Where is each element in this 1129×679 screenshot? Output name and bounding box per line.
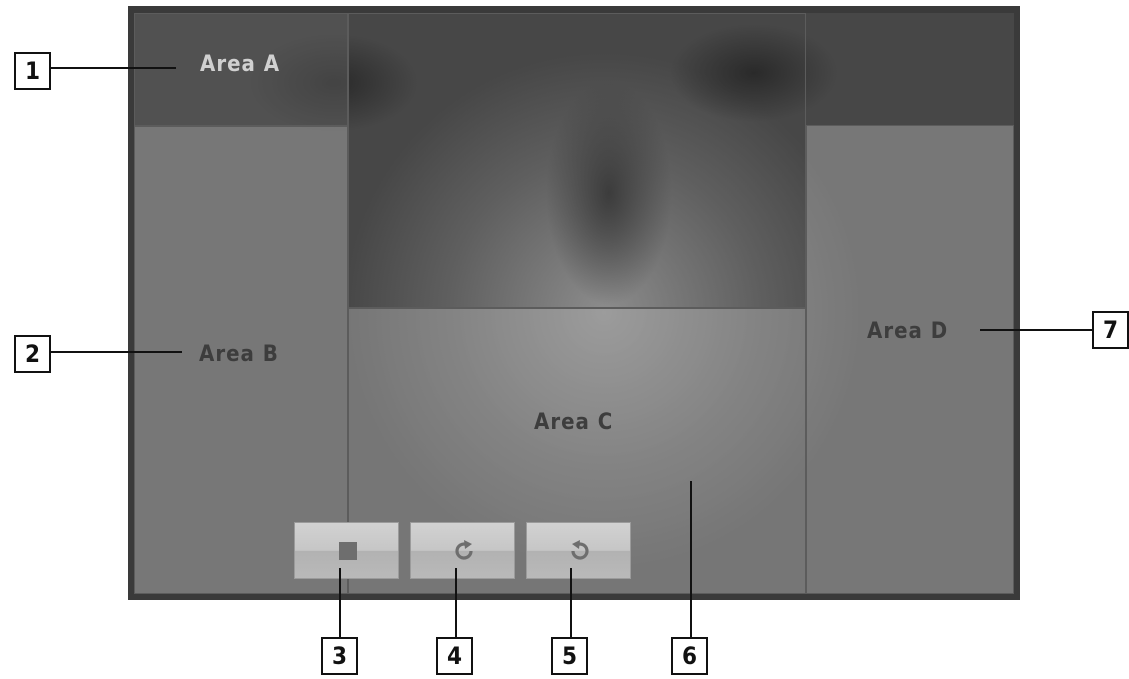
area-b-label: Area B xyxy=(199,342,279,367)
callout-1-line xyxy=(50,67,176,69)
callout-3-line xyxy=(339,568,341,638)
area-b[interactable]: Area B xyxy=(134,126,348,594)
callout-7-line xyxy=(980,329,1095,331)
rotate-clockwise-icon xyxy=(455,540,473,560)
callout-2: 2 xyxy=(14,335,51,373)
callout-2-line xyxy=(50,351,182,353)
callout-5-line xyxy=(570,568,572,638)
area-a[interactable]: Area A xyxy=(134,13,348,126)
area-top-center xyxy=(348,13,806,308)
rotate-clockwise-button[interactable] xyxy=(410,522,515,579)
area-c-label: Area C xyxy=(534,410,614,435)
callout-1: 1 xyxy=(14,52,51,90)
area-d[interactable]: Area D xyxy=(806,125,1014,594)
display-screen: Area A Area B Area C Area D xyxy=(128,6,1020,600)
stop-button[interactable] xyxy=(294,522,399,579)
stop-icon xyxy=(339,542,357,560)
callout-5: 5 xyxy=(551,637,588,675)
rotate-counterclockwise-button[interactable] xyxy=(526,522,631,579)
dog-photo: Area A Area B Area C Area D xyxy=(134,13,1014,594)
callout-6: 6 xyxy=(671,637,708,675)
rotate-counterclockwise-icon xyxy=(571,540,589,560)
callout-4: 4 xyxy=(436,637,473,675)
area-a-label: Area A xyxy=(200,52,281,77)
callout-7: 7 xyxy=(1092,311,1129,349)
callout-3: 3 xyxy=(321,637,358,675)
area-d-label: Area D xyxy=(867,319,949,344)
callout-4-line xyxy=(455,568,457,638)
callout-6-line xyxy=(690,481,692,638)
